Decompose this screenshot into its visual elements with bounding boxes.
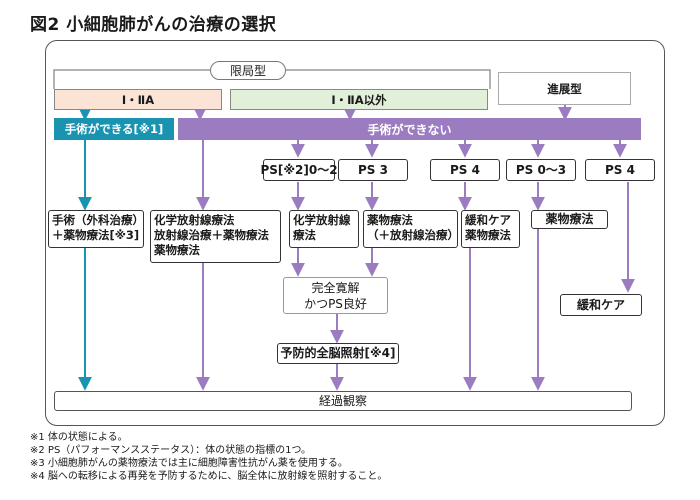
palliative-drug-box: 緩和ケア 薬物療法: [461, 210, 520, 248]
chemoradiation-box: 化学放射線 療法: [289, 210, 359, 248]
ps-4-extensive-box: PS 4: [585, 159, 655, 181]
limited-bracket: [53, 69, 491, 89]
ps-0-3-box: PS 0～3: [506, 159, 576, 181]
footnotes: ※1 体の状態による。 ※2 PS（パフォーマンスステータス）：体の状態の指標の…: [30, 431, 387, 483]
page-title: 図2 小細胞肺がんの治療の選択: [30, 15, 277, 35]
palliative-care-box: 緩和ケア: [560, 294, 642, 316]
drug-therapy-box: 薬物療法: [531, 210, 608, 229]
pci-box: 予防的全脳照射[※4]: [277, 343, 399, 364]
stage-1-2a: Ⅰ・ⅡA: [54, 89, 222, 110]
footnote: ※2 PS（パフォーマンスステータス）：体の状態の指標の1つ。: [30, 445, 312, 456]
stage-other: Ⅰ・ⅡA以外: [230, 89, 488, 110]
chemoradiation-options-box: 化学放射線療法 放射線治療＋薬物療法 薬物療法: [150, 210, 281, 263]
limited-stage-label: 限局型: [210, 61, 286, 80]
footnote: ※3 小細胞肺がんの薬物療法では主に細胞障害性抗がん薬を使用する。: [30, 458, 348, 469]
footnote: ※1 体の状態による。: [30, 432, 128, 443]
remission-box: 完全寛解 かつPS良好: [283, 277, 388, 314]
observation-box: 経過観察: [54, 391, 632, 411]
surgery-drug-therapy-box: 手術（外科治療） ＋薬物療法[※3]: [48, 210, 144, 248]
drug-radiation-box: 薬物療法 （＋放射線治療）: [363, 210, 459, 248]
surgery-impossible-band: 手術ができない: [178, 118, 641, 140]
footnote: ※4 脳への転移による再発を予防するために、脳全体に放射線を照射すること。: [30, 471, 388, 482]
ps-0-2-box: PS[※2]0～2: [260, 159, 338, 181]
extensive-stage: 進展型: [498, 72, 631, 105]
surgery-possible-band: 手術ができる[※1]: [54, 118, 174, 140]
diagram-frame: [45, 40, 665, 426]
ps-4-box: PS 4: [430, 159, 500, 181]
ps-3-box: PS 3: [338, 159, 408, 181]
